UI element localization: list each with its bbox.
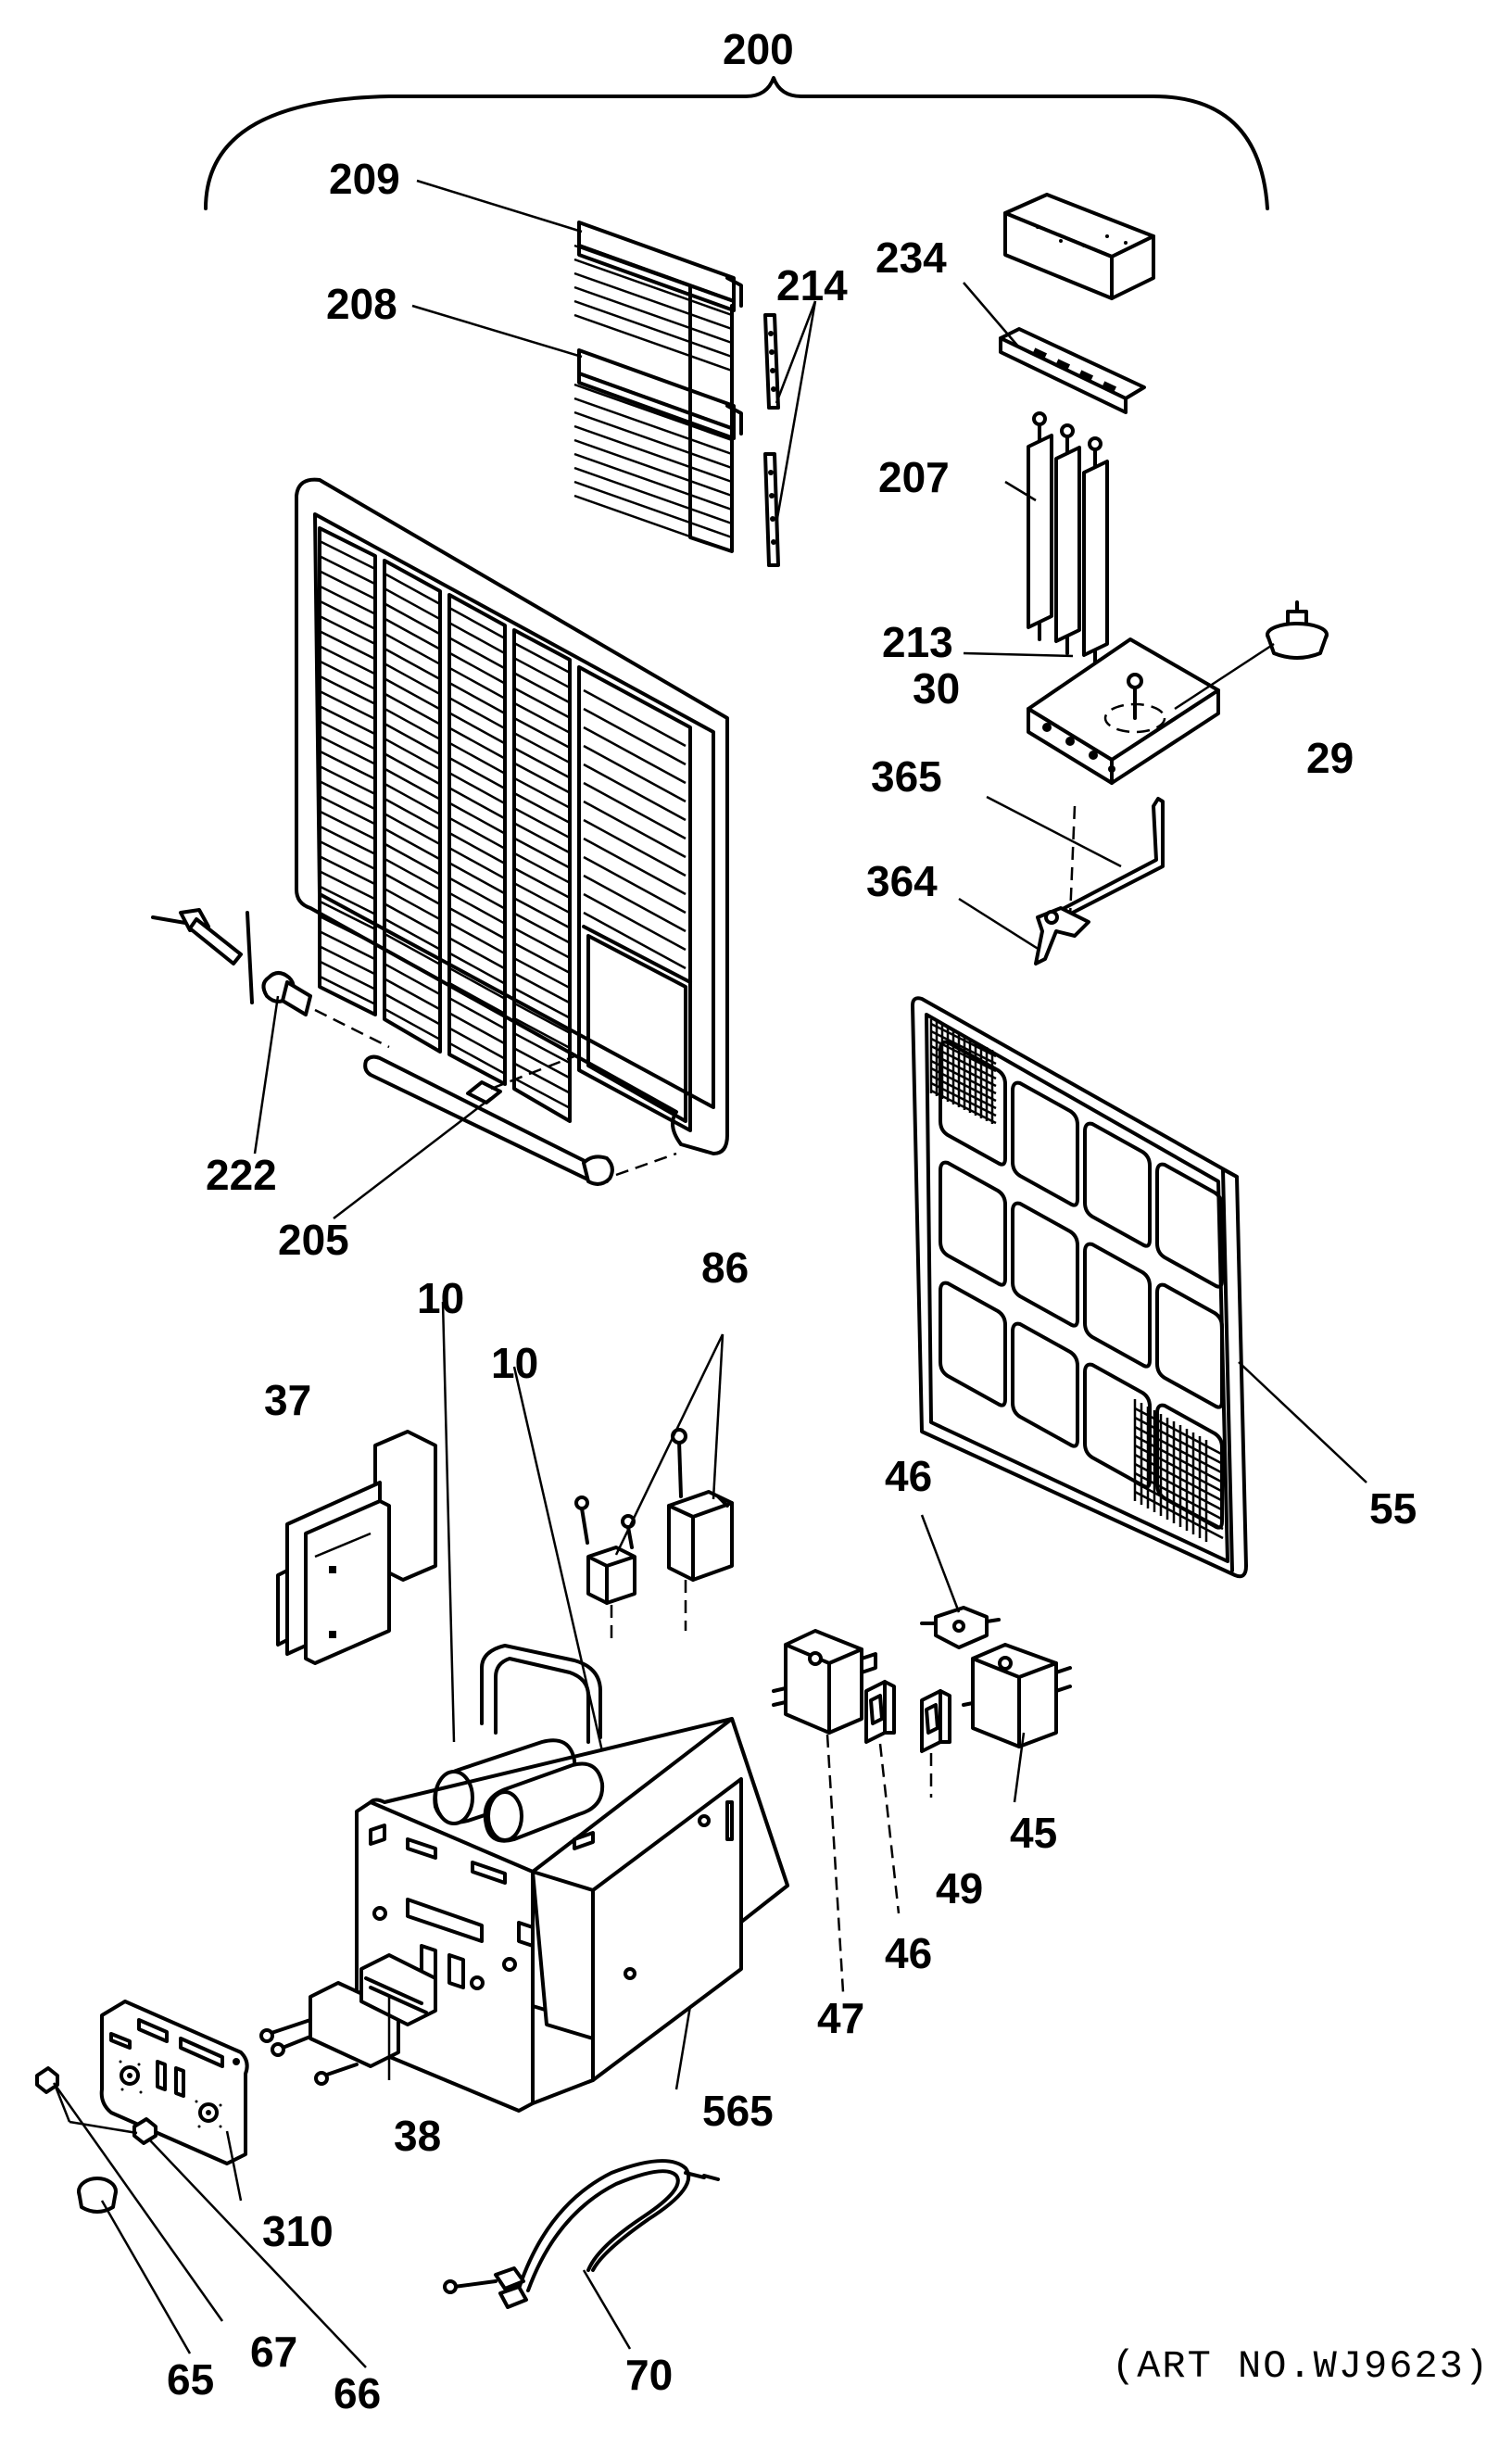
switch-45	[962, 1643, 1072, 1748]
leader-lines	[52, 179, 1367, 2368]
capacitor-10	[433, 1301, 605, 1843]
filter-55	[911, 996, 1248, 1579]
label-38: 38	[394, 2112, 442, 2160]
label-310: 310	[262, 2207, 334, 2255]
label-49: 49	[936, 1864, 984, 1912]
knob-65	[77, 2177, 118, 2214]
knob-66	[132, 2117, 158, 2145]
bracket-234	[999, 327, 1146, 414]
switch-46-upper	[920, 1606, 1001, 1649]
louver-stack	[573, 244, 734, 553]
label-214: 214	[776, 261, 848, 309]
label-37: 37	[264, 1376, 312, 1424]
switch-47	[772, 1629, 877, 1993]
label-207: 207	[878, 453, 950, 501]
thermostat-29	[1266, 600, 1329, 660]
arm-205	[363, 1054, 677, 1186]
assembly-200-brace	[204, 76, 1269, 210]
shaft-222	[151, 908, 390, 1049]
rod-365	[1059, 797, 1165, 919]
bracket-38	[259, 1953, 437, 2086]
label-45: 45	[1010, 1809, 1058, 1857]
power-cord-70	[443, 2159, 720, 2309]
label-222: 222	[206, 1151, 277, 1199]
label-86: 86	[701, 1243, 750, 1292]
bracket-364	[1034, 906, 1090, 965]
box-37	[276, 1430, 437, 1665]
switch-49	[920, 1689, 951, 1798]
heater-plate-30	[1027, 637, 1220, 785]
label-29: 29	[1306, 734, 1354, 782]
label-213: 213	[882, 618, 953, 666]
label-70: 70	[625, 2351, 674, 2399]
art-number: (ART NO.WJ9623)	[1112, 2344, 1491, 2389]
label-200: 200	[723, 25, 794, 73]
label-10-right: 10	[491, 1339, 539, 1387]
label-66: 66	[334, 2369, 382, 2417]
label-30: 30	[913, 664, 961, 713]
relay-86	[574, 1428, 734, 1640]
label-55: 55	[1369, 1484, 1418, 1533]
label-565: 565	[702, 2087, 774, 2135]
label-365: 365	[871, 752, 942, 801]
label-364: 364	[866, 857, 938, 905]
switch-46-lower	[864, 1680, 901, 1914]
label-47: 47	[817, 1994, 865, 2042]
front-grille	[295, 477, 729, 1155]
heater-element-207	[1027, 411, 1109, 669]
label-205: 205	[278, 1216, 349, 1264]
knob-67	[35, 2066, 59, 2094]
label-67: 67	[250, 2328, 298, 2376]
label-234: 234	[876, 233, 947, 282]
foam-block-234	[1003, 193, 1155, 300]
label-10-left: 10	[417, 1274, 465, 1322]
label-209: 209	[329, 155, 400, 203]
faceplate-310	[99, 2000, 249, 2165]
label-65: 65	[167, 2355, 215, 2404]
pivot-strip-214	[763, 313, 780, 567]
label-208: 208	[326, 280, 397, 328]
label-46-upper: 46	[885, 1452, 933, 1500]
label-46-lower: 46	[885, 1929, 933, 1977]
